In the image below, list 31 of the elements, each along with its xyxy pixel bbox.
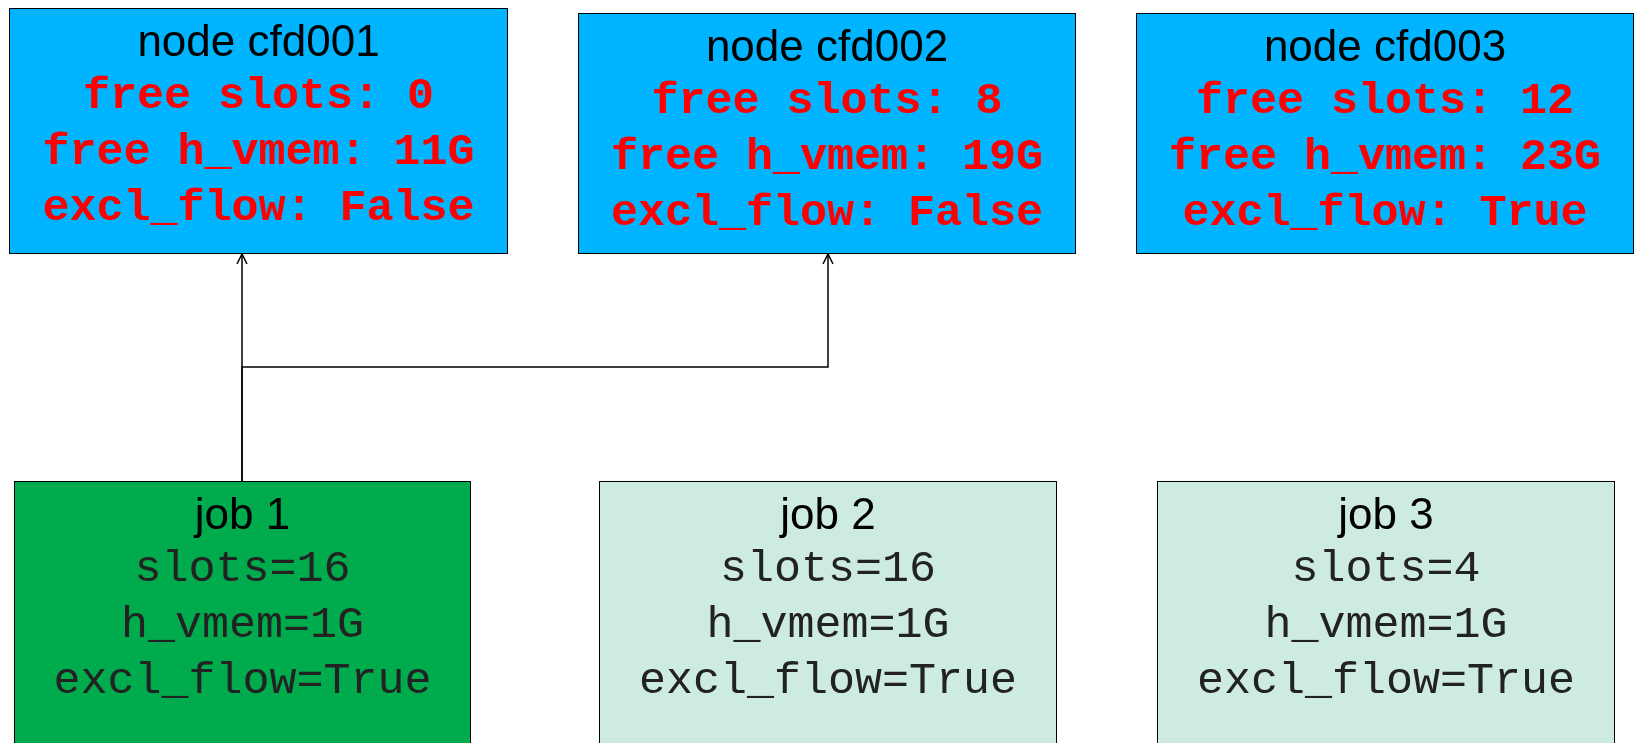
attribute-text: excl_flow=True — [638, 655, 1018, 709]
attribute-text: excl_flow=True — [1196, 655, 1576, 709]
attribute-text: slots=4 — [1291, 543, 1481, 597]
box-title: node cfd003 — [1263, 20, 1507, 72]
attribute-text: slots=16 — [719, 543, 936, 597]
compute-node-box — [9, 8, 508, 254]
attribute-text: h_vmem=1G — [706, 599, 950, 653]
job-box — [1157, 481, 1615, 743]
attribute-text: free h_vmem: 23G — [1168, 131, 1602, 185]
attribute-text: excl_flow=True — [53, 655, 432, 709]
attribute-text: free slots: 0 — [82, 70, 435, 124]
box-title: node cfd002 — [705, 20, 949, 72]
attribute-text: free slots: 12 — [1195, 75, 1575, 129]
box-title: node cfd001 — [137, 15, 380, 67]
attribute-text: free h_vmem: 11G — [42, 126, 475, 180]
box-title: job 2 — [780, 488, 876, 540]
attribute-text: free slots: 8 — [651, 75, 1003, 129]
attribute-text: h_vmem=1G — [120, 599, 364, 653]
attribute-text: slots=16 — [134, 543, 351, 597]
attribute-text: h_vmem=1G — [1264, 599, 1508, 653]
attribute-text: excl_flow: True — [1182, 187, 1588, 241]
attribute-text: excl_flow: False — [610, 187, 1044, 241]
connector-arrow — [241, 253, 834, 482]
compute-node-box — [578, 13, 1076, 254]
box-title: job 3 — [1338, 488, 1434, 540]
job-box — [599, 481, 1057, 743]
compute-node-box — [1136, 13, 1634, 254]
box-title: job 1 — [194, 488, 291, 540]
attribute-text: free h_vmem: 19G — [610, 131, 1044, 185]
attribute-text: excl_flow: False — [42, 182, 475, 236]
job-box — [14, 481, 471, 743]
